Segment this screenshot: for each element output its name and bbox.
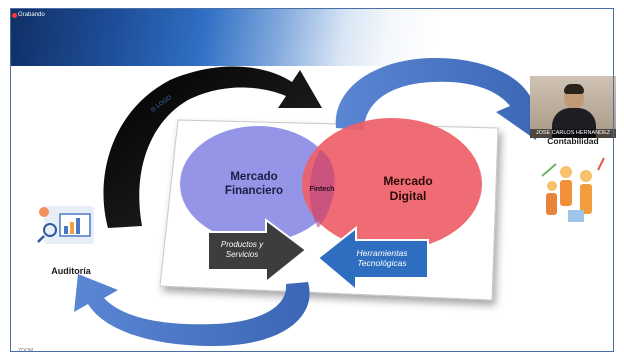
recording-dot-icon (12, 13, 17, 18)
fintech-intersection (309, 150, 335, 228)
mercado-digital-circle (302, 118, 482, 250)
mercado-financiero-line2: Financiero (224, 185, 284, 197)
herramientas-tecnologicas-arrow (316, 225, 429, 293)
blue-cycle-arrow-bottom (74, 274, 310, 346)
herramientas-line1: Herramientas (356, 248, 408, 258)
mercado-digital-line2: Digital (389, 189, 427, 203)
blue-cycle-arrow-top (335, 57, 544, 140)
mercado-financiero-label: Mercado Financiero (208, 170, 300, 198)
participant-video[interactable]: JOSE CARLOS HERNANDEZ (530, 76, 616, 138)
auditoria-illustration (37, 206, 94, 244)
participant-hair (564, 84, 584, 94)
mercado-digital-line1: Mercado (383, 174, 433, 188)
productos-line1: Productos y (220, 240, 264, 249)
auditoria-label: Auditoría (51, 266, 91, 276)
productos-line2: Servicios (225, 250, 259, 259)
slide-frame (10, 8, 614, 352)
slide-banner (10, 8, 616, 66)
participant-name: JOSE CARLOS HERNANDEZ (530, 129, 616, 138)
recording-label: Grabando (18, 12, 45, 18)
mercado-financiero-circle (180, 126, 336, 242)
fintech-label: Fintech (309, 186, 335, 193)
mercado-digital-label: Mercado Digital (362, 174, 454, 204)
mercado-financiero-line1: Mercado (230, 171, 278, 183)
herramientas-line2: Tecnológicas (357, 258, 407, 268)
productos-servicios-arrow (207, 218, 308, 285)
contabilidad-label: Contabilidad (547, 136, 599, 146)
productos-servicios-label: Productos y Servicios (212, 240, 272, 260)
black-cycle-arrow (103, 66, 323, 229)
herramientas-tecnologicas-label: Herramientas Tecnológicas (340, 248, 424, 268)
contabilidad-illustration (541, 157, 605, 222)
